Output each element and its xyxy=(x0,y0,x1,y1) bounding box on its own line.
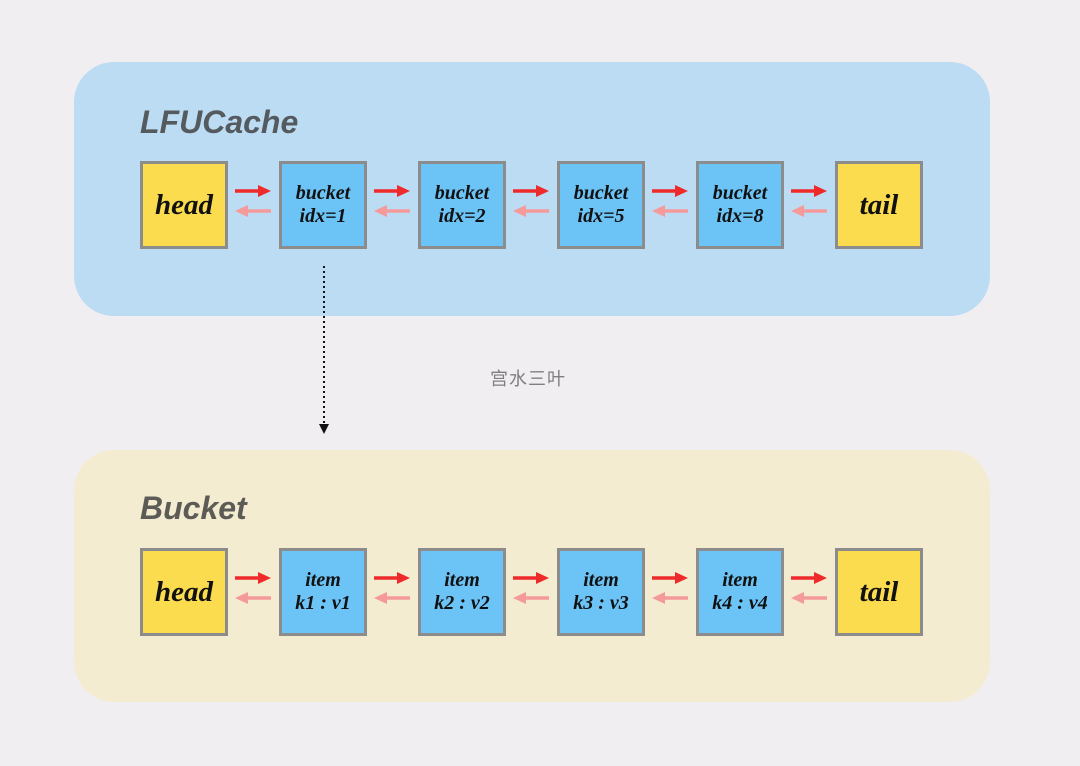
bucket-next-arrow-icon-1 xyxy=(234,572,272,584)
bucket-node-line2: idx=8 xyxy=(716,205,764,227)
bucket-item-node-4: item k4 : v4 xyxy=(696,548,784,636)
lfu-prev-arrow-icon-1 xyxy=(234,205,272,217)
item-node-line1: item xyxy=(722,569,758,591)
item-node-line2: k4 : v4 xyxy=(712,592,768,614)
watermark-text: 宫水三叶 xyxy=(490,369,566,390)
lfu-prev-arrow-icon-3 xyxy=(512,205,550,217)
bucket-tail-label: tail xyxy=(859,575,899,608)
bucket-item-node-2: item k2 : v2 xyxy=(418,548,506,636)
lfu-bucket-node-2: bucket idx=2 xyxy=(418,161,506,249)
bucket-prev-arrow-icon-1 xyxy=(234,592,272,604)
item-node-line2: k1 : v1 xyxy=(295,592,351,614)
lfu-head-node: head xyxy=(140,161,228,249)
lfu-next-arrow-icon-4 xyxy=(651,185,689,197)
bucket-next-arrow-icon-3 xyxy=(512,572,550,584)
bucket-prev-arrow-icon-2 xyxy=(373,592,411,604)
bucket-node-line1: bucket xyxy=(573,182,629,204)
lfu-bucket-node-4: bucket idx=8 xyxy=(696,161,784,249)
bucket-node-line2: idx=2 xyxy=(438,205,486,227)
lfu-next-arrow-icon-5 xyxy=(790,185,828,197)
bucket-next-arrow-icon-5 xyxy=(790,572,828,584)
lfu-tail-node: tail xyxy=(835,161,923,249)
bucket-next-arrow-icon-2 xyxy=(373,572,411,584)
item-node-line2: k3 : v3 xyxy=(573,592,629,614)
item-node-line1: item xyxy=(583,569,619,591)
bucket-title: Bucket xyxy=(140,490,247,526)
lfu-head-label: head xyxy=(155,188,213,221)
bucket-prev-arrow-icon-3 xyxy=(512,592,550,604)
bucket-next-arrow-icon-4 xyxy=(651,572,689,584)
lfu-tail-label: tail xyxy=(859,188,899,221)
bucket-head-label: head xyxy=(155,575,213,608)
lfu-bucket-node-3: bucket idx=5 xyxy=(557,161,645,249)
bucket-node-line1: bucket xyxy=(712,182,768,204)
lfu-prev-arrow-icon-2 xyxy=(373,205,411,217)
bucket-item-node-1: item k1 : v1 xyxy=(279,548,367,636)
bucket-head-node: head xyxy=(140,548,228,636)
item-node-line1: item xyxy=(444,569,480,591)
bucket-node-line1: bucket xyxy=(434,182,490,204)
lfu-prev-arrow-icon-4 xyxy=(651,205,689,217)
bucket-tail-node: tail xyxy=(835,548,923,636)
lfu-prev-arrow-icon-5 xyxy=(790,205,828,217)
bucket-node-line2: idx=1 xyxy=(299,205,347,227)
lfu-next-arrow-icon-2 xyxy=(373,185,411,197)
lfu-cache-title: LFUCache xyxy=(140,104,299,140)
item-node-line1: item xyxy=(305,569,341,591)
bucket-node-line1: bucket xyxy=(295,182,351,204)
bucket-prev-arrow-icon-5 xyxy=(790,592,828,604)
bucket-node-line2: idx=5 xyxy=(577,205,625,227)
item-node-line2: k2 : v2 xyxy=(434,592,490,614)
bucket-prev-arrow-icon-4 xyxy=(651,592,689,604)
lfu-next-arrow-icon-3 xyxy=(512,185,550,197)
dotted-down-arrow-icon xyxy=(319,266,329,434)
lfu-next-arrow-icon-1 xyxy=(234,185,272,197)
bucket-item-node-3: item k3 : v3 xyxy=(557,548,645,636)
lfu-bucket-node-1: bucket idx=1 xyxy=(279,161,367,249)
